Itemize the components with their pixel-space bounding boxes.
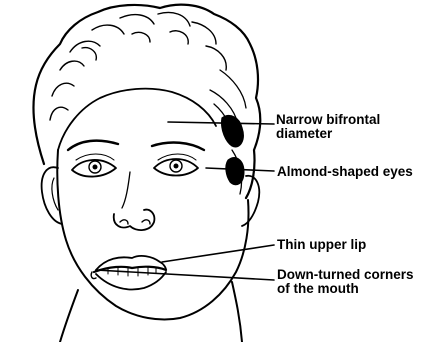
right-ear <box>242 176 259 226</box>
leader-line-bifrontal <box>168 122 274 124</box>
label-narrow-bifrontal-line2: diameter <box>276 127 380 141</box>
label-narrow-bifrontal-diameter: Narrow bifrontal diameter <box>276 113 380 141</box>
leader-line-down-turned <box>96 270 274 280</box>
left-pupil <box>93 165 98 170</box>
label-almond-shaped-eyes: Almond-shaped eyes <box>277 165 413 179</box>
label-thin-upper-lip: Thin upper lip <box>277 238 366 252</box>
right-eyebrow <box>152 143 204 150</box>
left-nostril <box>120 220 128 224</box>
hair-curls <box>50 13 226 121</box>
nose-bridge <box>122 172 130 208</box>
left-eyebrow <box>68 141 118 150</box>
neck-right <box>232 282 242 342</box>
label-narrow-bifrontal-line1: Narrow bifrontal <box>276 113 380 127</box>
label-down-turned-corners: Down-turned corners of the mouth <box>277 268 414 296</box>
right-pupil <box>174 164 179 169</box>
label-down-turned-line1: Down-turned corners <box>277 268 414 282</box>
neck-left <box>60 290 78 342</box>
right-nostril <box>142 220 150 224</box>
leader-line-thin-lip <box>162 245 274 262</box>
hairline <box>58 89 216 150</box>
label-down-turned-line2: of the mouth <box>277 282 414 296</box>
lower-lip <box>96 272 166 289</box>
